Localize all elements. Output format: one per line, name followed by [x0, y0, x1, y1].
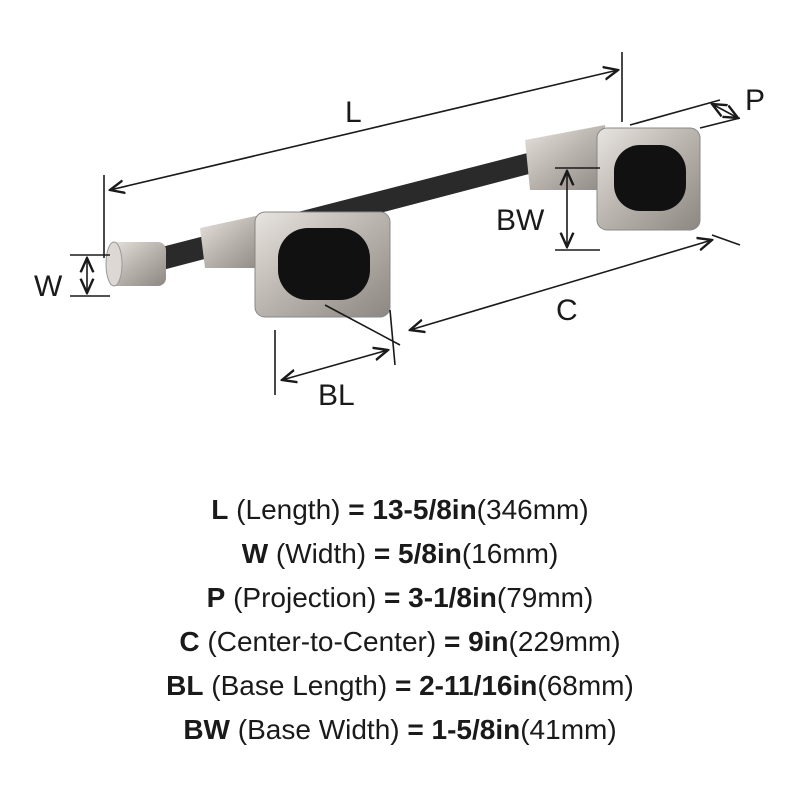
product-diagram: L W P BW C BL	[34, 52, 765, 412]
spec-code: P	[206, 582, 226, 613]
spec-name: (Base Length)	[203, 670, 395, 701]
spec-line: L (Length) = 13-5/8in(346mm)	[0, 488, 800, 532]
spec-name: (Projection)	[225, 582, 385, 613]
spec-metric: (68mm)	[537, 670, 634, 701]
spec-value: = 3-1/8in	[384, 582, 497, 613]
dim-label-L: L	[345, 96, 362, 129]
spec-code: L	[211, 494, 229, 525]
spec-name: (Length)	[228, 494, 349, 525]
dimension-lines	[70, 52, 740, 395]
dim-label-W: W	[34, 270, 63, 303]
spec-metric: (41mm)	[520, 714, 617, 745]
spec-value: = 2-11/16in	[394, 670, 538, 701]
spec-code: C	[179, 626, 200, 657]
spec-code: W	[241, 538, 269, 569]
dim-label-BL: BL	[318, 379, 355, 412]
spec-list: L (Length) = 13-5/8in(346mm) W (Width) =…	[0, 488, 800, 752]
dim-label-P: P	[745, 84, 765, 117]
spec-name: (Base Width)	[229, 714, 408, 745]
spec-line: C (Center-to-Center) = 9in(229mm)	[0, 620, 800, 664]
spec-line: P (Projection) = 3-1/8in(79mm)	[0, 576, 800, 620]
right-base	[525, 125, 701, 231]
spec-value: = 9in	[443, 626, 509, 657]
spec-metric: (16mm)	[461, 538, 559, 569]
spec-name: (Center-to-Center)	[199, 626, 444, 657]
spec-value: = 13-5/8in	[348, 494, 477, 525]
end-cap	[108, 242, 166, 286]
spec-line: BW (Base Width) = 1-5/8in(41mm)	[0, 708, 800, 752]
left-base	[200, 211, 391, 318]
spec-metric: (79mm)	[496, 582, 594, 613]
spec-metric: (229mm)	[508, 626, 621, 657]
spec-metric: (346mm)	[476, 494, 589, 525]
spec-line: W (Width) = 5/8in(16mm)	[0, 532, 800, 576]
spec-code: BL	[166, 670, 204, 701]
spec-value: = 1-5/8in	[407, 714, 521, 745]
spec-value: = 5/8in	[373, 538, 462, 569]
spec-code: BW	[183, 714, 230, 745]
dim-label-BW: BW	[496, 204, 545, 237]
spec-line: BL (Base Length) = 2-11/16in(68mm)	[0, 664, 800, 708]
spec-name: (Width)	[268, 538, 374, 569]
dim-label-C: C	[556, 294, 578, 327]
